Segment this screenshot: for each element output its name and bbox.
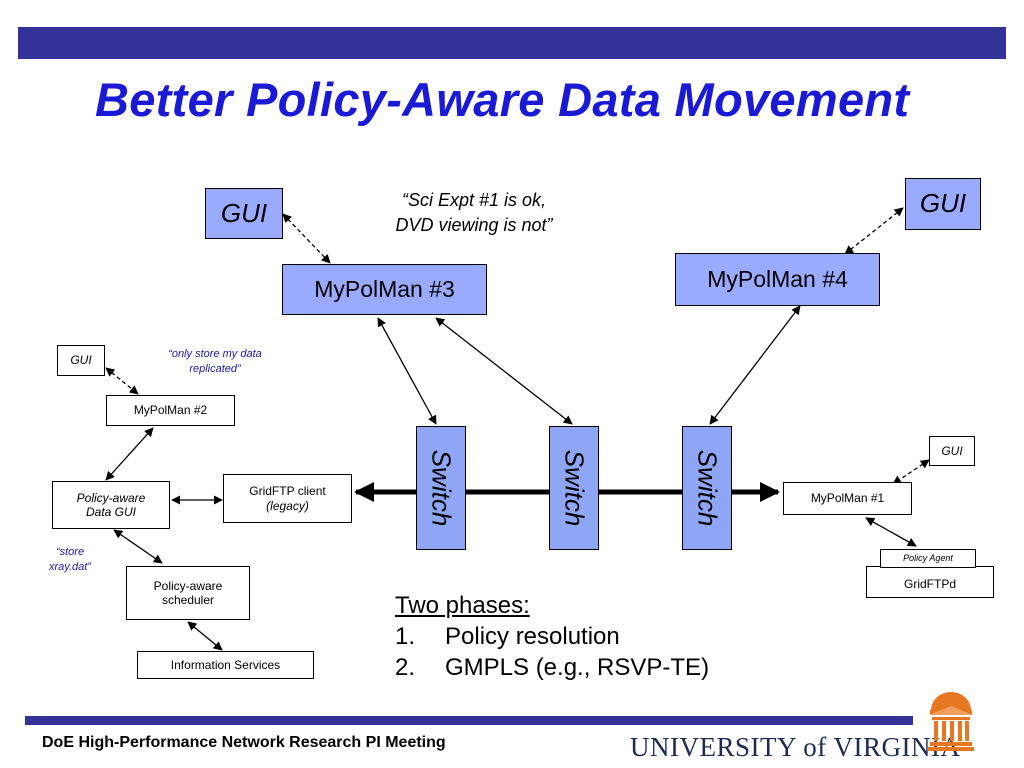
switch-label: Switch (426, 449, 457, 527)
mypolman2-label: MyPolMan #2 (133, 403, 208, 418)
gui-box-small-left: GUI (57, 345, 105, 376)
phases-heading: Two phases: (395, 592, 530, 619)
quote-line: “Sci Expt #1 is ok, (401, 190, 547, 210)
switch-3: Switch (682, 426, 732, 550)
gui-box-small-right: GUI (929, 436, 975, 466)
quote-only-store: “only store my data replicated” (148, 347, 282, 377)
gui-label: GUI (919, 188, 967, 219)
policy-agent-label: Policy Agent (903, 553, 953, 564)
link-mypolman1-policyagent (865, 517, 917, 547)
box-line: Policy-aware (76, 490, 146, 505)
box-line: scheduler (161, 593, 215, 607)
quote-line: “store (55, 546, 85, 558)
mypolman1-box: MyPolMan #1 (783, 482, 912, 515)
quote-line: DVD viewing is not” (395, 215, 553, 235)
link-gui-mypolman1 (892, 459, 930, 485)
gridftpd-box: GridFTPd (866, 566, 994, 598)
box-line: Policy-aware (153, 578, 223, 593)
phase-item: 2. GMPLS (e.g., RSVP-TE) (395, 652, 709, 683)
gridftp-client-box: GridFTP client (legacy) (223, 474, 352, 523)
policy-agent-box: Policy Agent (880, 549, 976, 568)
quote-line: xray.dat” (49, 561, 91, 573)
gui-box-top-right: GUI (905, 178, 981, 230)
gui-box-top-left: GUI (205, 188, 283, 239)
link-scheduler-info (187, 621, 223, 651)
link-gui-mypolman4 (844, 207, 904, 255)
switch-label: Switch (559, 449, 590, 527)
link-policygui-scheduler (113, 529, 163, 564)
mypolman3-label: MyPolMan #3 (314, 275, 455, 302)
switch-1: Switch (416, 426, 466, 550)
link-mypolman3-switch2 (435, 317, 573, 425)
phase-text: GMPLS (e.g., RSVP-TE) (445, 654, 710, 681)
mypolman4-box: MyPolMan #4 (675, 253, 880, 306)
switch-2: Switch (549, 426, 599, 550)
slide-title: Better Policy-Aware Data Movement (95, 73, 910, 126)
link-mypolman3-switch1 (377, 317, 437, 425)
link-gui-mypolman2 (105, 367, 139, 395)
bottom-bar (25, 716, 913, 725)
phase-number: 1. (395, 623, 416, 650)
rotunda-icon (928, 692, 974, 751)
top-bar (18, 27, 1006, 59)
link-gui-mypolman3 (282, 213, 331, 264)
gui-label: GUI (70, 353, 92, 368)
quote-sci-expt: “Sci Expt #1 is ok, DVD viewing is not” (364, 188, 584, 238)
mypolman1-label: MyPolMan #1 (810, 491, 885, 506)
quote-store-xray: “store xray.dat” (25, 545, 115, 575)
phases-list: Two phases: 1. Policy resolution 2. GMPL… (395, 590, 709, 683)
mypolman3-box: MyPolMan #3 (282, 264, 487, 315)
phase-item: 1. Policy resolution (395, 621, 709, 652)
quote-line: “only store my data (168, 348, 262, 360)
university-name: UNIVERSITY of VIRGINIA (630, 732, 961, 762)
link-mypolman4-switch3 (709, 305, 801, 425)
box-line: GridFTP client (249, 484, 326, 499)
mypolman4-label: MyPolMan #4 (707, 265, 848, 292)
link-mypolman2-policygui (105, 427, 154, 481)
mypolman2-box: MyPolMan #2 (106, 395, 235, 426)
policy-aware-scheduler-box: Policy-aware scheduler (126, 566, 250, 620)
box-line: (legacy) (266, 498, 309, 513)
box-label: Information Services (170, 657, 281, 672)
box-line: Data GUI (85, 505, 136, 519)
university-logo-text: UNIVERSITY of VIRGINIA (630, 732, 960, 763)
gui-label: GUI (220, 197, 268, 228)
footer-text: DoE High-Performance Network Research PI… (42, 734, 446, 751)
phase-text: Policy resolution (445, 623, 620, 650)
gridftpd-label: GridFTPd (903, 576, 956, 591)
quote-line: replicated” (189, 363, 241, 375)
phase-number: 2. (395, 654, 416, 681)
switch-label: Switch (692, 449, 723, 527)
policy-aware-gui-box: Policy-aware Data GUI (52, 481, 170, 529)
gui-label: GUI (941, 443, 963, 458)
information-services-box: Information Services (137, 651, 314, 679)
